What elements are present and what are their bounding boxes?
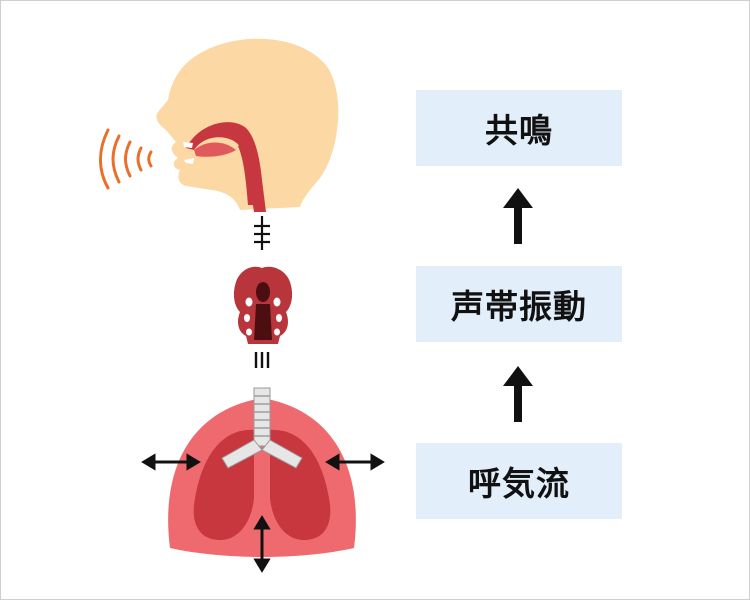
connector-marks-bottom — [254, 352, 270, 368]
up-arrow-icon — [503, 188, 533, 244]
step-resonance-label: 共鳴 — [485, 111, 553, 150]
sound-waves-icon — [99, 128, 153, 190]
head-profile-illustration — [156, 38, 339, 212]
step-airflow-box: 呼気流 — [416, 443, 622, 519]
connector-marks-top — [254, 216, 270, 250]
step-resonance-box: 共鳴 — [416, 90, 622, 166]
step-vocal-fold-label: 声帯振動 — [451, 287, 587, 326]
larynx-illustration — [233, 266, 293, 344]
double-arrow-icon — [141, 453, 385, 573]
up-arrow-icon — [503, 366, 533, 422]
step-airflow-label: 呼気流 — [468, 464, 570, 503]
lungs-illustration — [168, 387, 356, 557]
step-vocal-fold-box: 声帯振動 — [416, 266, 622, 342]
